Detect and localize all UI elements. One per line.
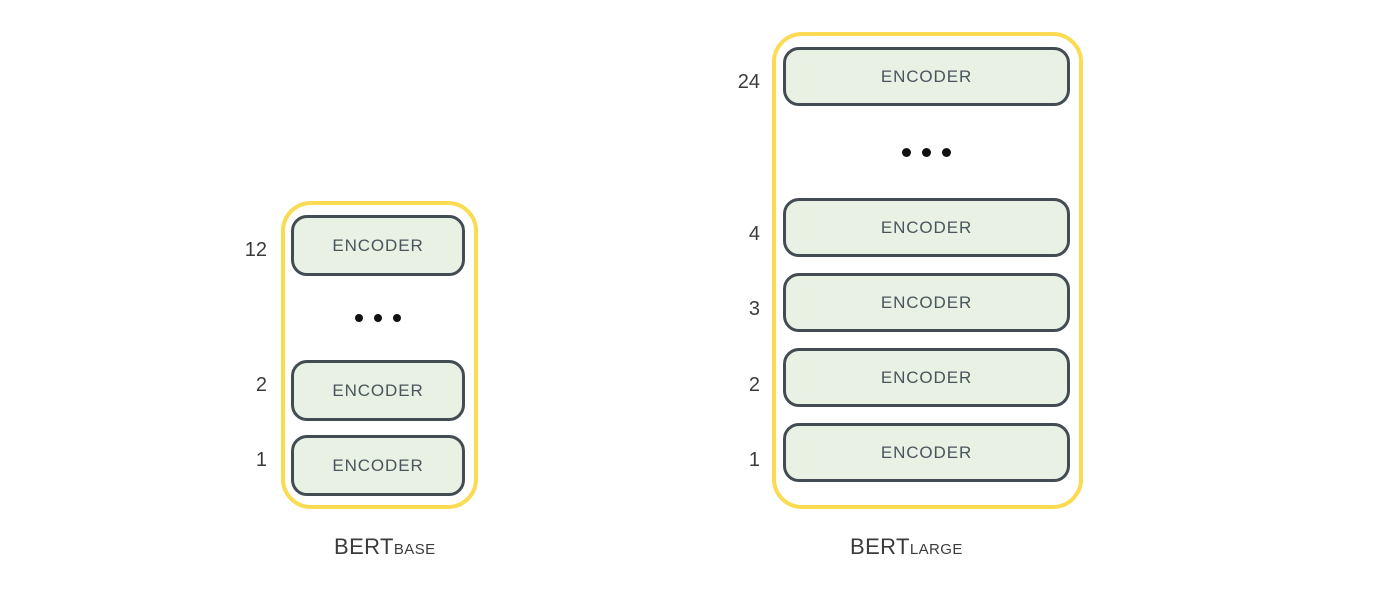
layer-number-large-2: 2 [748,374,760,396]
encoder-box-label: ENCODER [332,235,424,255]
encoder-box-label: ENCODER [880,66,973,86]
layer-number-base-1: 1 [255,449,267,471]
layer-number-large-1: 1 [748,449,760,471]
ellipsis-dot-icon [942,147,951,157]
encoder-box-base-1[interactable]: ENCODER [291,435,465,496]
ellipsis-large [783,122,1070,182]
ellipsis-base [291,290,465,346]
encoder-box-label: ENCODER [880,442,973,462]
encoder-box-base-2[interactable]: ENCODER [291,360,465,421]
encoder-box-base-12[interactable]: ENCODER [291,215,465,276]
layer-number-large-3: 3 [748,298,760,320]
layer-number-large-4: 4 [748,223,760,245]
caption-main-text: BERT [850,534,910,559]
ellipsis-dot-icon [374,314,382,322]
layer-number-base-2: 2 [255,374,267,396]
encoder-column-large: ENCODER ENCODER ENCODER ENCODER ENCODER [783,47,1070,498]
encoder-box-label: ENCODER [880,292,973,312]
ellipsis-dot-icon [393,314,401,322]
encoder-box-large-24[interactable]: ENCODER [783,47,1070,106]
encoder-box-label: ENCODER [332,380,424,400]
caption-subscript-text: BASE [393,541,436,558]
caption-subscript-text: LARGE [909,541,963,558]
encoder-box-large-1[interactable]: ENCODER [783,423,1070,482]
encoder-box-label: ENCODER [332,455,424,475]
encoder-box-label: ENCODER [880,217,973,237]
ellipsis-dot-icon [355,314,363,322]
caption-bert-base: BERTBASE [334,536,436,558]
encoder-box-label: ENCODER [880,367,973,387]
caption-bert-large: BERTLARGE [850,536,963,558]
caption-main-text: BERT [334,534,394,559]
ellipsis-dot-icon [902,147,911,157]
encoder-column-base: ENCODER ENCODER ENCODER [291,215,465,510]
layer-number-base-12: 12 [244,239,267,261]
encoder-box-large-4[interactable]: ENCODER [783,198,1070,257]
ellipsis-dot-icon [922,147,931,157]
layer-number-large-24: 24 [737,71,760,93]
encoder-box-large-3[interactable]: ENCODER [783,273,1070,332]
encoder-box-large-2[interactable]: ENCODER [783,348,1070,407]
